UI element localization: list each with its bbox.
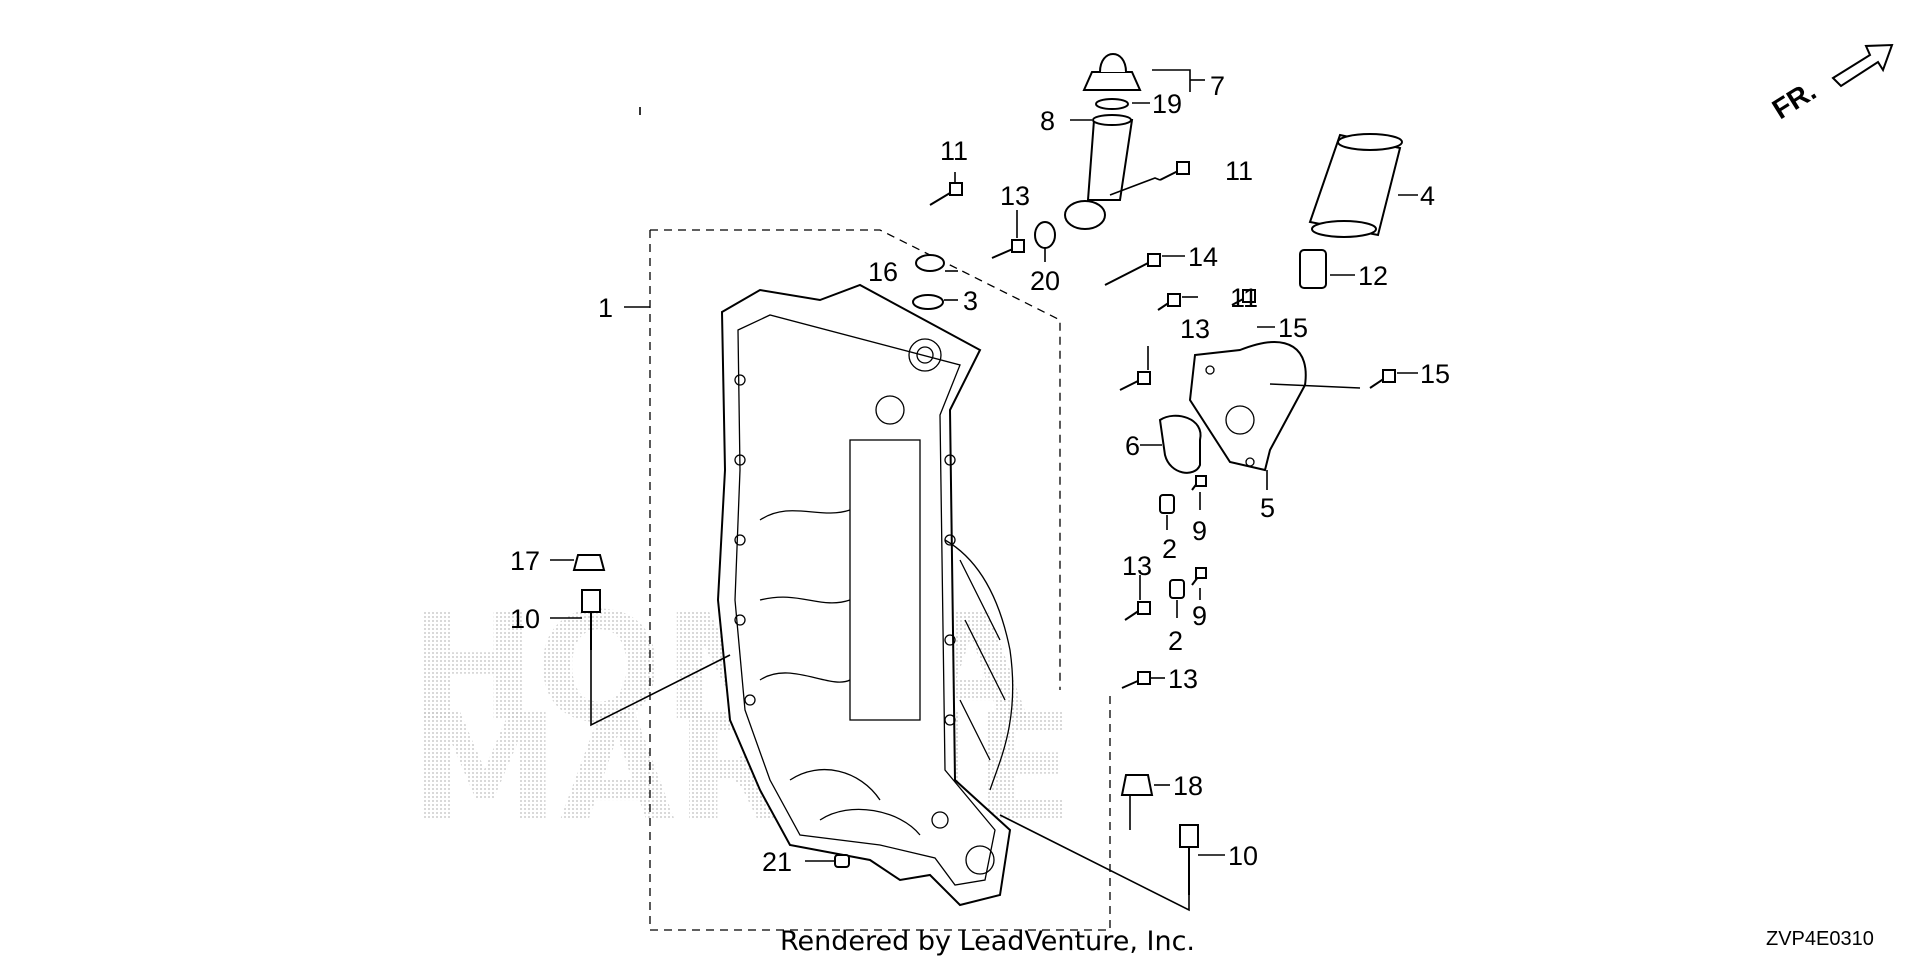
callout-14: 14 — [1188, 242, 1218, 272]
front-label: FR. — [1767, 75, 1822, 125]
oil-pan-housing — [716, 283, 1014, 907]
front-arrow: FR. — [1767, 43, 1894, 125]
callout-18: 18 — [1173, 771, 1203, 801]
callout-6: 6 — [1125, 431, 1140, 461]
callout-5: 5 — [1260, 493, 1275, 523]
callout-15-right: 15 — [1420, 359, 1450, 389]
callout-13-mid: 13 — [1180, 314, 1210, 344]
filter-bracket — [1188, 341, 1307, 472]
callout-16: 16 — [868, 257, 898, 287]
diagram-code: ZVP4E0310 — [1766, 928, 1874, 950]
callout-4: 4 — [1420, 181, 1435, 211]
callout-7: 7 — [1210, 71, 1225, 101]
filter-nipple — [1299, 249, 1327, 289]
callout-20: 20 — [1030, 266, 1060, 296]
callout-13-bottom: 13 — [1168, 664, 1198, 694]
callout-8: 8 — [1040, 106, 1055, 136]
oil-filler-cap — [1082, 53, 1142, 110]
leader-lines — [550, 69, 1418, 912]
o-ring-20 — [1034, 221, 1056, 249]
callout-13-lower: 13 — [1122, 551, 1152, 581]
callout-13-top: 13 — [1000, 181, 1030, 211]
callout-1: 1 — [598, 293, 613, 323]
callout-12: 12 — [1358, 261, 1388, 291]
callout-11-right: 11 — [1225, 156, 1253, 186]
callout-3: 3 — [963, 286, 978, 316]
callout-11-mid: 11 — [1230, 283, 1258, 313]
assembly-outline — [649, 229, 1111, 931]
callout-2-upper: 2 — [1162, 534, 1177, 564]
callouts: 1 2 2 3 4 5 6 7 8 9 9 10 10 11 11 11 12 … — [510, 71, 1450, 877]
callout-10-left: 10 — [510, 604, 540, 634]
gasket-6 — [1158, 414, 1202, 474]
callout-15-upper: 15 — [1278, 313, 1308, 343]
callout-21: 21 — [762, 847, 792, 877]
callout-9-upper: 9 — [1192, 516, 1207, 546]
credit-text: Rendered by LeadVenture, Inc. — [780, 926, 1195, 957]
callout-9-lower: 9 — [1192, 601, 1207, 631]
callout-2-lower: 2 — [1168, 626, 1183, 656]
seal-16 — [915, 254, 945, 272]
callout-19: 19 — [1152, 89, 1182, 119]
callout-17: 17 — [510, 546, 540, 576]
callout-11-left: 11 — [940, 136, 968, 166]
oil-filler-tube — [1064, 114, 1134, 230]
callout-10-right: 10 — [1228, 841, 1258, 871]
o-ring-3 — [912, 294, 944, 310]
oil-filter — [1308, 133, 1403, 238]
